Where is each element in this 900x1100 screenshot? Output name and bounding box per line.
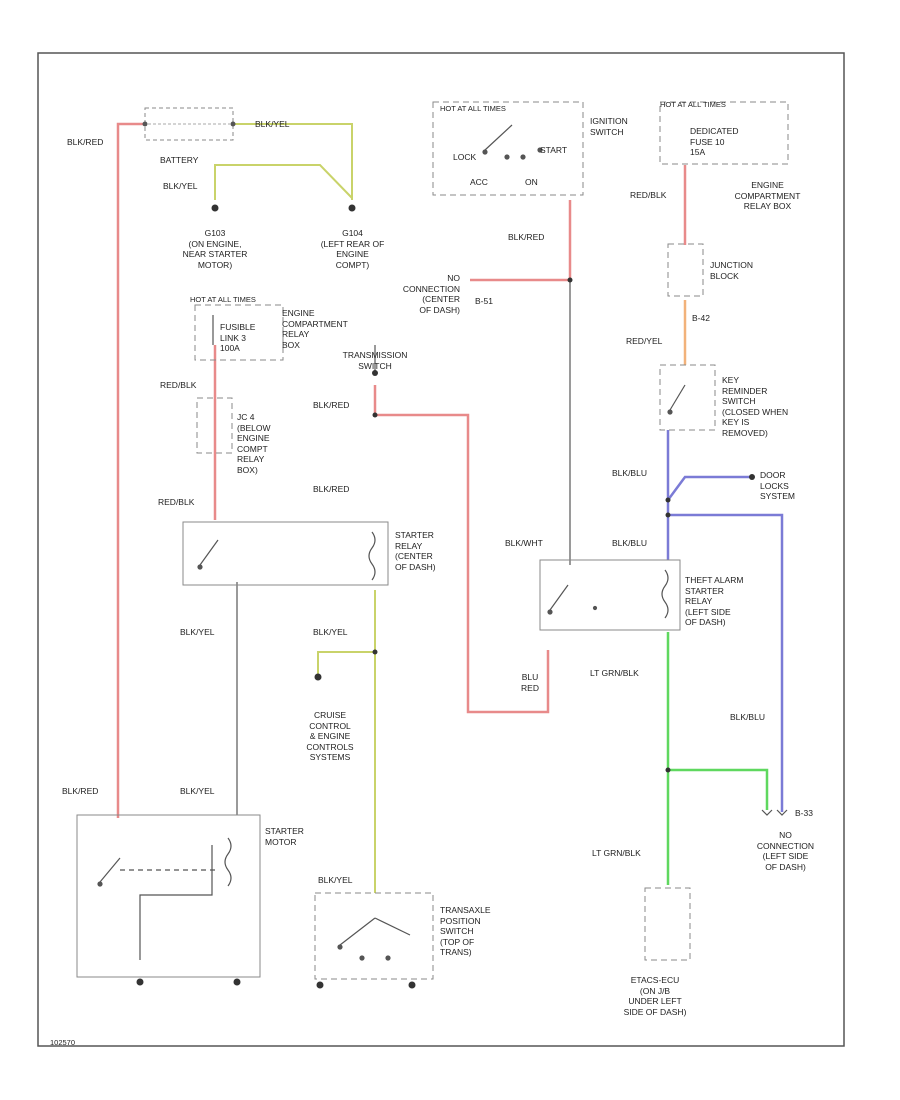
starter-motor-label: STARTER MOTOR bbox=[265, 826, 304, 847]
jc4-label: JC 4 (BELOW ENGINE COMPT RELAY BOX) bbox=[237, 412, 271, 475]
theft-relay-label: THEFT ALARM STARTER RELAY (LEFT SIDE OF … bbox=[685, 575, 744, 627]
nc-center-label: NO CONNECTION (CENTER OF DASH) bbox=[402, 273, 460, 315]
wire-label-blk-yel-center: BLK/YEL bbox=[313, 627, 348, 637]
switch-contacts bbox=[97, 124, 686, 961]
ignition-switch-box bbox=[432, 101, 584, 196]
ecrb-right-label: ENGINE COMPARTMENT RELAY BOX bbox=[734, 180, 801, 211]
wire-label-blk-red-motor: BLK/RED bbox=[62, 786, 99, 796]
b33-label: B-33 bbox=[795, 808, 813, 818]
wire-label-blk-blu-3: BLK/BLU bbox=[730, 712, 765, 722]
key-reminder-label: KEY REMINDER SWITCH (CLOSED WHEN KEY IS … bbox=[722, 375, 789, 438]
wire-label-red-blk-left-2: RED/BLK bbox=[158, 497, 195, 507]
wire-label-blk-blu-2: BLK/BLU bbox=[612, 538, 647, 548]
transmission-switch-label: TRANSMISSION SWITCH bbox=[342, 350, 408, 371]
wire-label-blk-blu-1: BLK/BLU bbox=[612, 468, 647, 478]
ground-points bbox=[136, 204, 755, 989]
wire-label-red-blk-right: RED/BLK bbox=[630, 190, 667, 200]
nc-left-terminals bbox=[761, 809, 788, 816]
ignition-start-label: START bbox=[540, 145, 568, 155]
hot-right-label: HOT AT ALL TIMES bbox=[660, 100, 726, 109]
wire-label-red-blk-left: RED/BLK bbox=[160, 380, 197, 390]
wire-label-blk-red-top: BLK/RED bbox=[67, 137, 104, 147]
wire-label-lt-grn-blk-1: LT GRN/BLK bbox=[590, 668, 639, 678]
figure-id: 102570 bbox=[50, 1038, 76, 1047]
b42-label: B-42 bbox=[692, 313, 710, 323]
transaxle-switch-label: TRANSAXLE POSITION SWITCH (TOP OF TRANS) bbox=[440, 905, 491, 957]
fusible-link-box bbox=[194, 304, 284, 361]
wire-label-blk-red-ign: BLK/RED bbox=[508, 232, 545, 242]
cruise-control-label: CRUISE CONTROL & ENGINE CONTROLS SYSTEMS bbox=[306, 710, 354, 762]
relay-boxes bbox=[76, 521, 681, 978]
transaxle-switch-box bbox=[314, 892, 434, 980]
yellow-wires bbox=[214, 123, 376, 893]
wire-label-blk-yel-motor: BLK/YEL bbox=[180, 786, 215, 796]
ecrb-left-label: ENGINE COMPARTMENT RELAY BOX bbox=[282, 308, 348, 350]
battery-label: BATTERY bbox=[160, 155, 199, 165]
dedicated-fuse-box bbox=[659, 101, 789, 165]
g103-label: G103 (ON ENGINE, NEAR STARTER MOTOR) bbox=[182, 228, 248, 270]
dedicated-fuse-label: DEDICATED FUSE 10 15A bbox=[690, 126, 739, 157]
key-reminder-box bbox=[659, 364, 716, 431]
cruise-terminal bbox=[314, 673, 322, 681]
ignition-hot-label: HOT AT ALL TIMES bbox=[440, 104, 506, 113]
starter-relay-box bbox=[182, 521, 389, 586]
fusible-hot-label: HOT AT ALL TIMES bbox=[190, 295, 256, 304]
etacs-label: ETACS-ECU (ON J/B UNDER LEFT SIDE OF DAS… bbox=[623, 975, 687, 1017]
wire-label-blk-red-tr: BLK/RED bbox=[313, 400, 350, 410]
wire-label-blk-yel-battery: BLK/YEL bbox=[163, 181, 198, 191]
starter-relay-label: STARTER RELAY (CENTER OF DASH) bbox=[395, 530, 436, 572]
g103-ground bbox=[211, 204, 219, 212]
splice-points bbox=[372, 277, 671, 773]
fusible-link-label: FUSIBLE LINK 3 100A bbox=[220, 322, 256, 353]
etacs-box bbox=[644, 887, 691, 961]
ignition-on-label: ON bbox=[525, 177, 538, 187]
b51-label: B-51 bbox=[475, 296, 493, 306]
wire-label-blk-yel-top: BLK/YEL bbox=[255, 119, 290, 129]
ignition-acc-label: ACC bbox=[470, 177, 488, 187]
junction-block-box bbox=[667, 243, 704, 297]
wire-label-blk-wht: BLK/WHT bbox=[505, 538, 543, 548]
starter-motor-box bbox=[76, 814, 261, 978]
wire-label-blk-yel-relay: BLK/YEL bbox=[180, 627, 215, 637]
theft-relay-box bbox=[539, 559, 681, 631]
green-wires bbox=[666, 632, 769, 885]
g104-label: G104 (LEFT REAR OF ENGINE COMPT) bbox=[320, 228, 385, 270]
wire-label-blk-yel-transaxle: BLK/YEL bbox=[318, 875, 353, 885]
diagram-border bbox=[37, 52, 845, 1047]
wire-label-blk-red-tr-2: BLK/RED bbox=[313, 484, 350, 494]
wire-label-lt-grn-blk-2: LT GRN/BLK bbox=[592, 848, 641, 858]
blue-wires bbox=[666, 430, 784, 812]
nc-left-label: NO CONNECTION (LEFT SIDE OF DASH) bbox=[756, 830, 815, 872]
component-boxes bbox=[194, 101, 789, 980]
g104-ground bbox=[348, 204, 356, 212]
door-locks-label: DOOR LOCKS SYSTEM bbox=[760, 470, 795, 501]
junction-block-label: JUNCTION BLOCK bbox=[710, 260, 753, 281]
fusible-link-top bbox=[142, 107, 236, 141]
ignition-lock-label: LOCK bbox=[453, 152, 477, 162]
jc4-box bbox=[196, 397, 233, 454]
wire-label-blu-red: BLU RED bbox=[521, 672, 539, 693]
ignition-switch-label: IGNITION SWITCH bbox=[590, 116, 628, 137]
red-wires bbox=[116, 122, 687, 818]
wire-label-red-yel: RED/YEL bbox=[626, 336, 663, 346]
